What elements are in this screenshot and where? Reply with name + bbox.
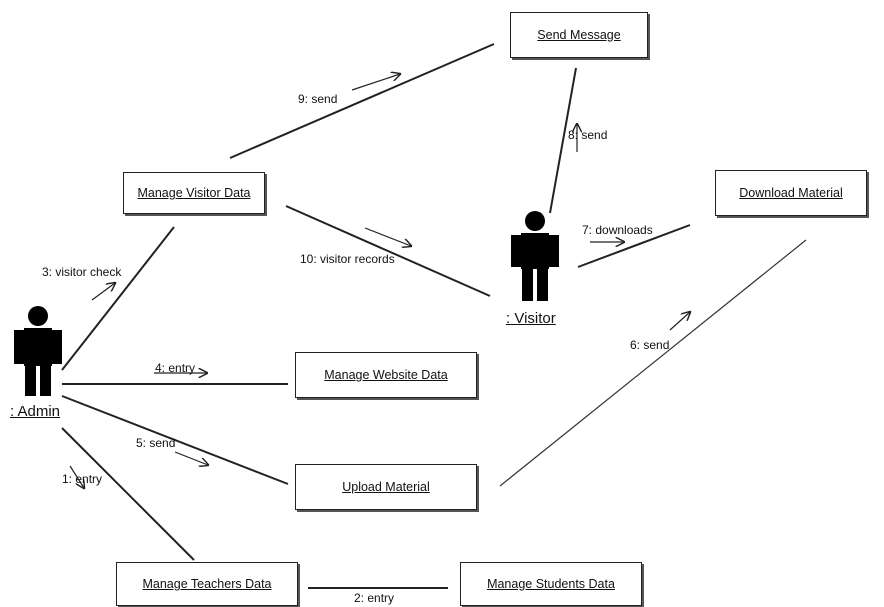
admin-actor-icon <box>14 306 62 396</box>
visitor-actor-label: : Visitor <box>506 310 556 327</box>
link-visitor-download-material <box>577 224 691 268</box>
upload-material-object: Upload Material <box>295 464 477 510</box>
message-8-label: 8: send <box>568 128 608 142</box>
message-6-label: 6: send <box>630 338 670 352</box>
link-visitor-data-send-message <box>229 43 495 159</box>
visitor-actor-icon <box>511 211 559 301</box>
message-10-label: 10: visitor records <box>300 252 395 266</box>
message-9-arrow <box>351 74 400 91</box>
manage-visitor-data-object: Manage Visitor Data <box>123 172 265 214</box>
message-7-label: 7: downloads <box>582 223 653 237</box>
link-upload-download-material <box>499 239 807 487</box>
message-5-arrow <box>174 451 208 465</box>
message-1-arrow <box>69 465 84 488</box>
message-4-label: 4: entry <box>155 361 196 375</box>
link-visitor-send-message <box>549 67 577 214</box>
manage-teachers-data-object: Manage Teachers Data <box>116 562 298 606</box>
message-2-label: 2: entry <box>354 591 395 605</box>
message-10-arrow <box>364 227 411 246</box>
link-admin-upload-material <box>61 395 289 485</box>
message-6-arrow <box>669 312 690 331</box>
message-3-label: 3: visitor check <box>42 265 122 279</box>
link-admin-teachers-data <box>61 427 195 561</box>
admin-actor-label: : Admin <box>10 403 61 420</box>
send-message-object: Send Message <box>510 12 648 58</box>
manage-website-data-object: Manage Website Data <box>295 352 477 398</box>
download-material-object: Download Material <box>715 170 867 216</box>
message-3-arrow <box>91 283 115 301</box>
message-5-label: 5: send <box>136 436 176 450</box>
manage-students-data-object: Manage Students Data <box>460 562 642 606</box>
link-visitor-data-visitor <box>285 205 491 297</box>
message-9-label: 9: send <box>298 92 338 106</box>
message-1-label: 1: entry <box>62 472 103 486</box>
link-admin-visitor-data <box>61 226 175 371</box>
